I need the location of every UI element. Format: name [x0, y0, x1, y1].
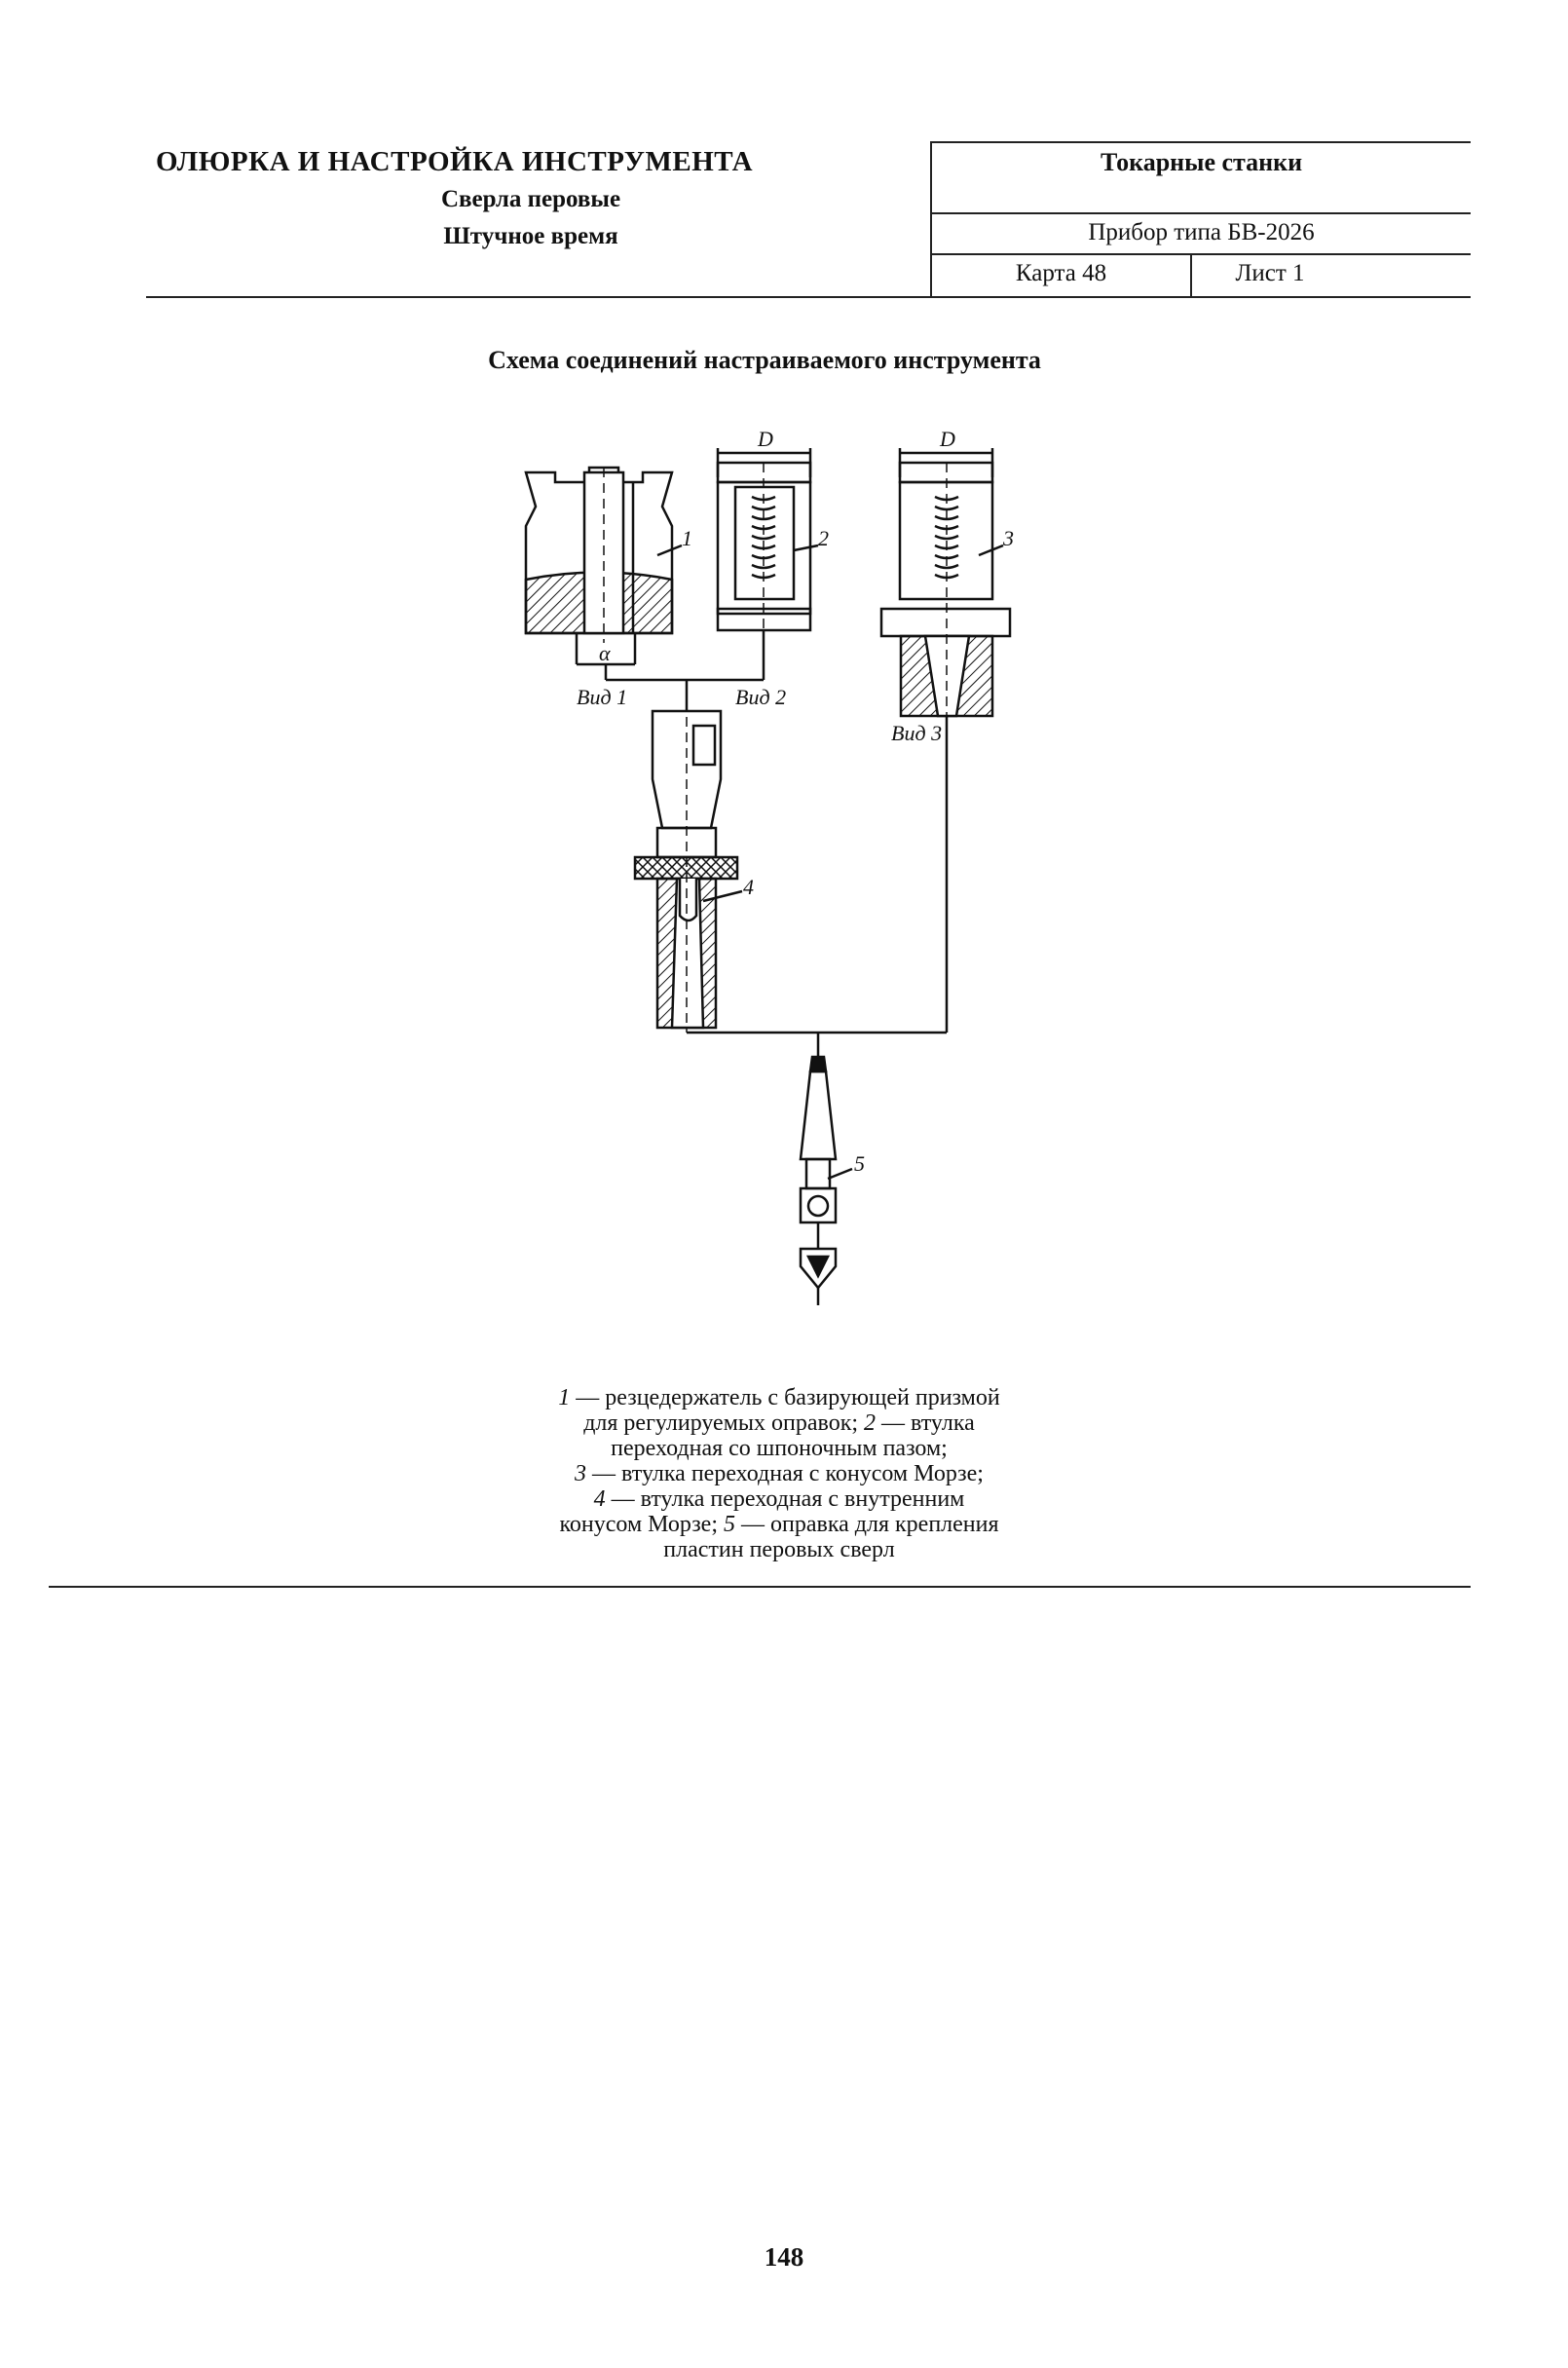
header-mid-rule-2: [930, 253, 1471, 255]
legend-num-3: 3: [575, 1461, 587, 1486]
view-2-label: Вид 2: [735, 685, 786, 709]
view-1-label: Вид 1: [577, 685, 627, 709]
legend: 1 — резцедержатель с базирующей призмой …: [429, 1385, 1130, 1562]
dimension-d-2: D: [757, 427, 773, 451]
device-type: Прибор типа БВ-2026: [1088, 219, 1315, 245]
header-divider: [930, 141, 932, 297]
callout-4: 4: [743, 875, 754, 899]
legend-text-2b: переходная со шпоночным пазом;: [611, 1436, 948, 1461]
bushing-4: [633, 701, 743, 1033]
arbor-5: [799, 1055, 853, 1305]
bushing-3: [879, 448, 1012, 731]
tool-connection-diagram: D D α 1 2 3 4 5 Вид 1 Вид 2 Вид 3: [524, 427, 1014, 1305]
header-top-rule: [930, 141, 1471, 143]
legend-text-4: — втулка переходная с внутренним: [605, 1486, 965, 1512]
document-subtitle: Сверла перовые: [440, 186, 621, 212]
legend-text-4b: конусом Морзе;: [559, 1512, 724, 1537]
callout-3: 3: [1002, 526, 1014, 550]
machine-type: Токарные станки: [1100, 148, 1303, 176]
header-mid-rule: [930, 212, 1471, 214]
schema-title: Схема соединений настраиваемого инструме…: [488, 346, 1041, 374]
connection-lines: [604, 630, 949, 1057]
legend-num-4: 4: [593, 1486, 606, 1512]
legend-text-5: — оправка для крепления: [735, 1512, 999, 1537]
header-cell-divider: [1190, 253, 1192, 297]
header-left: ОЛЮРКА И НАСТРОЙКА ИНСТРУМЕНТА Сверла пе…: [146, 146, 915, 250]
view-3-label: Вид 3: [891, 721, 942, 745]
page-number: 148: [764, 2242, 804, 2272]
callout-2: 2: [818, 526, 829, 550]
card-number: Карта 48: [1015, 260, 1107, 286]
footer-rule: [49, 1586, 1471, 1588]
angle-alpha: α: [599, 641, 611, 665]
document-title: ОЛЮРКА И НАСТРОЙКА ИНСТРУМЕНТА: [156, 146, 754, 177]
legend-num-5: 5: [724, 1512, 735, 1537]
legend-text-1: — резцедержатель с базирующей призмой: [570, 1385, 1000, 1410]
legend-num-2: 2: [864, 1410, 877, 1436]
legend-text-3: — втулка переходная с конусом Морзе;: [586, 1461, 984, 1486]
bushing-2: [716, 448, 819, 662]
toolholder-1: [524, 466, 683, 666]
legend-text-5b: пластин перовых сверл: [663, 1537, 895, 1562]
legend-num-1: 1: [558, 1385, 571, 1410]
callout-1: 1: [682, 526, 692, 550]
callout-5: 5: [854, 1151, 865, 1176]
dimension-d-3: D: [939, 427, 955, 451]
header-bottom-rule: [146, 296, 1471, 298]
legend-text-2: — втулка: [876, 1410, 975, 1436]
legend-text-1b: для регулируемых оправок;: [583, 1410, 865, 1436]
sheet-number: Лист 1: [1235, 260, 1305, 286]
time-label: Штучное время: [443, 223, 618, 249]
